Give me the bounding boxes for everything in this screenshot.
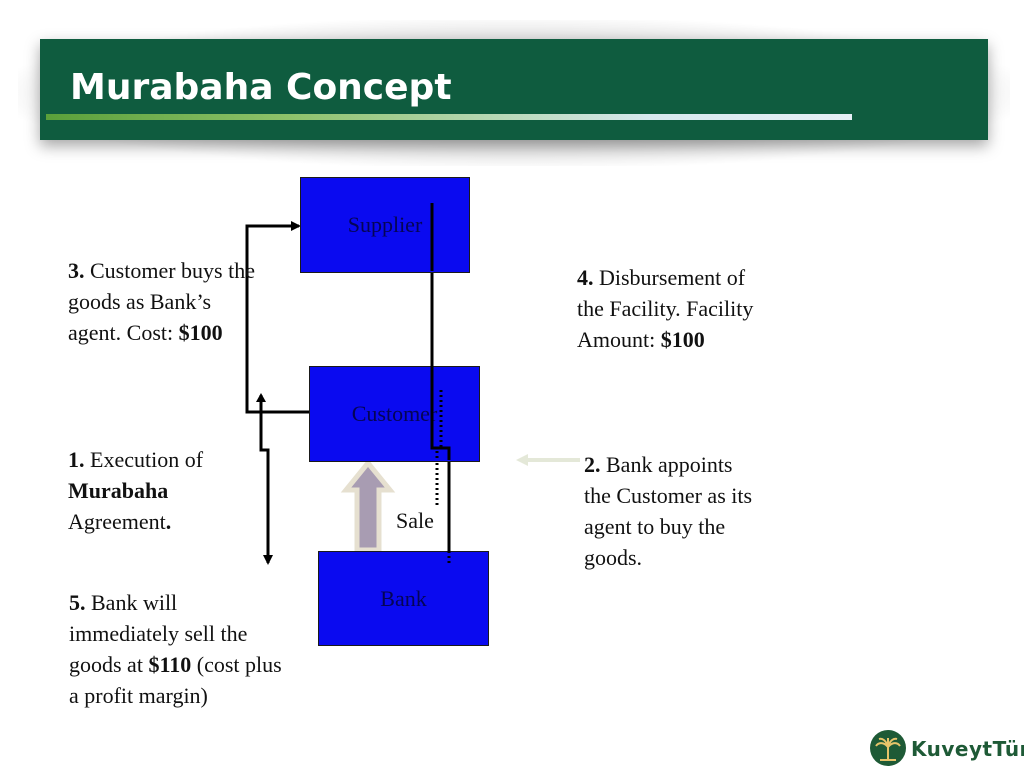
bank-box: Bank	[318, 551, 489, 646]
title-banner: Murabaha Concept	[40, 39, 988, 140]
arrow-appoint-head	[516, 454, 528, 466]
customer-box: Customer	[309, 366, 480, 462]
step3-amount: $100	[178, 320, 223, 345]
title-underline	[46, 114, 852, 120]
step3-number: 3.	[68, 258, 85, 283]
sale-arrow	[340, 459, 396, 553]
step2-body: Bank appoints the Customer as its agent …	[584, 452, 753, 570]
step3-text: 3. Customer buys the goods as Bank’s age…	[68, 255, 258, 348]
step3-body: Customer buys the goods as Bank’s agent.…	[68, 258, 255, 345]
dotted-line-over-customer	[435, 390, 443, 460]
slide-title: Murabaha Concept	[70, 67, 452, 108]
step1-body2: Agreement	[68, 509, 166, 534]
sale-label: Sale	[396, 508, 434, 533]
arrow-agreement	[259, 395, 273, 565]
step1-number: 1.	[68, 447, 85, 472]
supplier-box: Supplier	[300, 177, 470, 273]
step1-murabaha: Murabaha	[68, 478, 169, 503]
step4-number: 4.	[577, 265, 594, 290]
step2-number: 2.	[584, 452, 601, 477]
arrow-customer-to-supplier	[245, 221, 317, 417]
step1-text: 1. Execution of Murabaha Agreement.	[68, 444, 248, 537]
step4-text: 4. Disbursement of the Facility. Facilit…	[577, 262, 762, 355]
step5-body: Bank will immediately sell the goods at	[69, 590, 248, 677]
bank-label: Bank	[380, 585, 427, 611]
step1-end: .	[165, 509, 172, 534]
arrow-agreement-head-up	[256, 393, 266, 402]
logo-text: KuveytTürk	[911, 737, 1024, 761]
palm-tree-icon	[870, 730, 906, 766]
step5-text: 5. Bank will immediately sell the goods …	[69, 587, 289, 711]
disbursement-line-over-customer	[430, 366, 451, 460]
step5-amount: $110	[148, 652, 192, 677]
step2-text: 2. Bank appoints the Customer as its age…	[584, 449, 764, 573]
kuveytturk-logo: KuveytTürk	[868, 728, 1024, 768]
step5-number: 5.	[69, 590, 86, 615]
step4-amount: $100	[660, 327, 705, 352]
customer-label: Customer	[351, 401, 438, 426]
step1-body: Execution of	[84, 447, 204, 472]
supplier-label: Supplier	[347, 212, 423, 237]
step5-body2: (cost plus a profit margin)	[69, 652, 282, 708]
step4-body: Disbursement of the Facility. Facility A…	[577, 265, 754, 352]
